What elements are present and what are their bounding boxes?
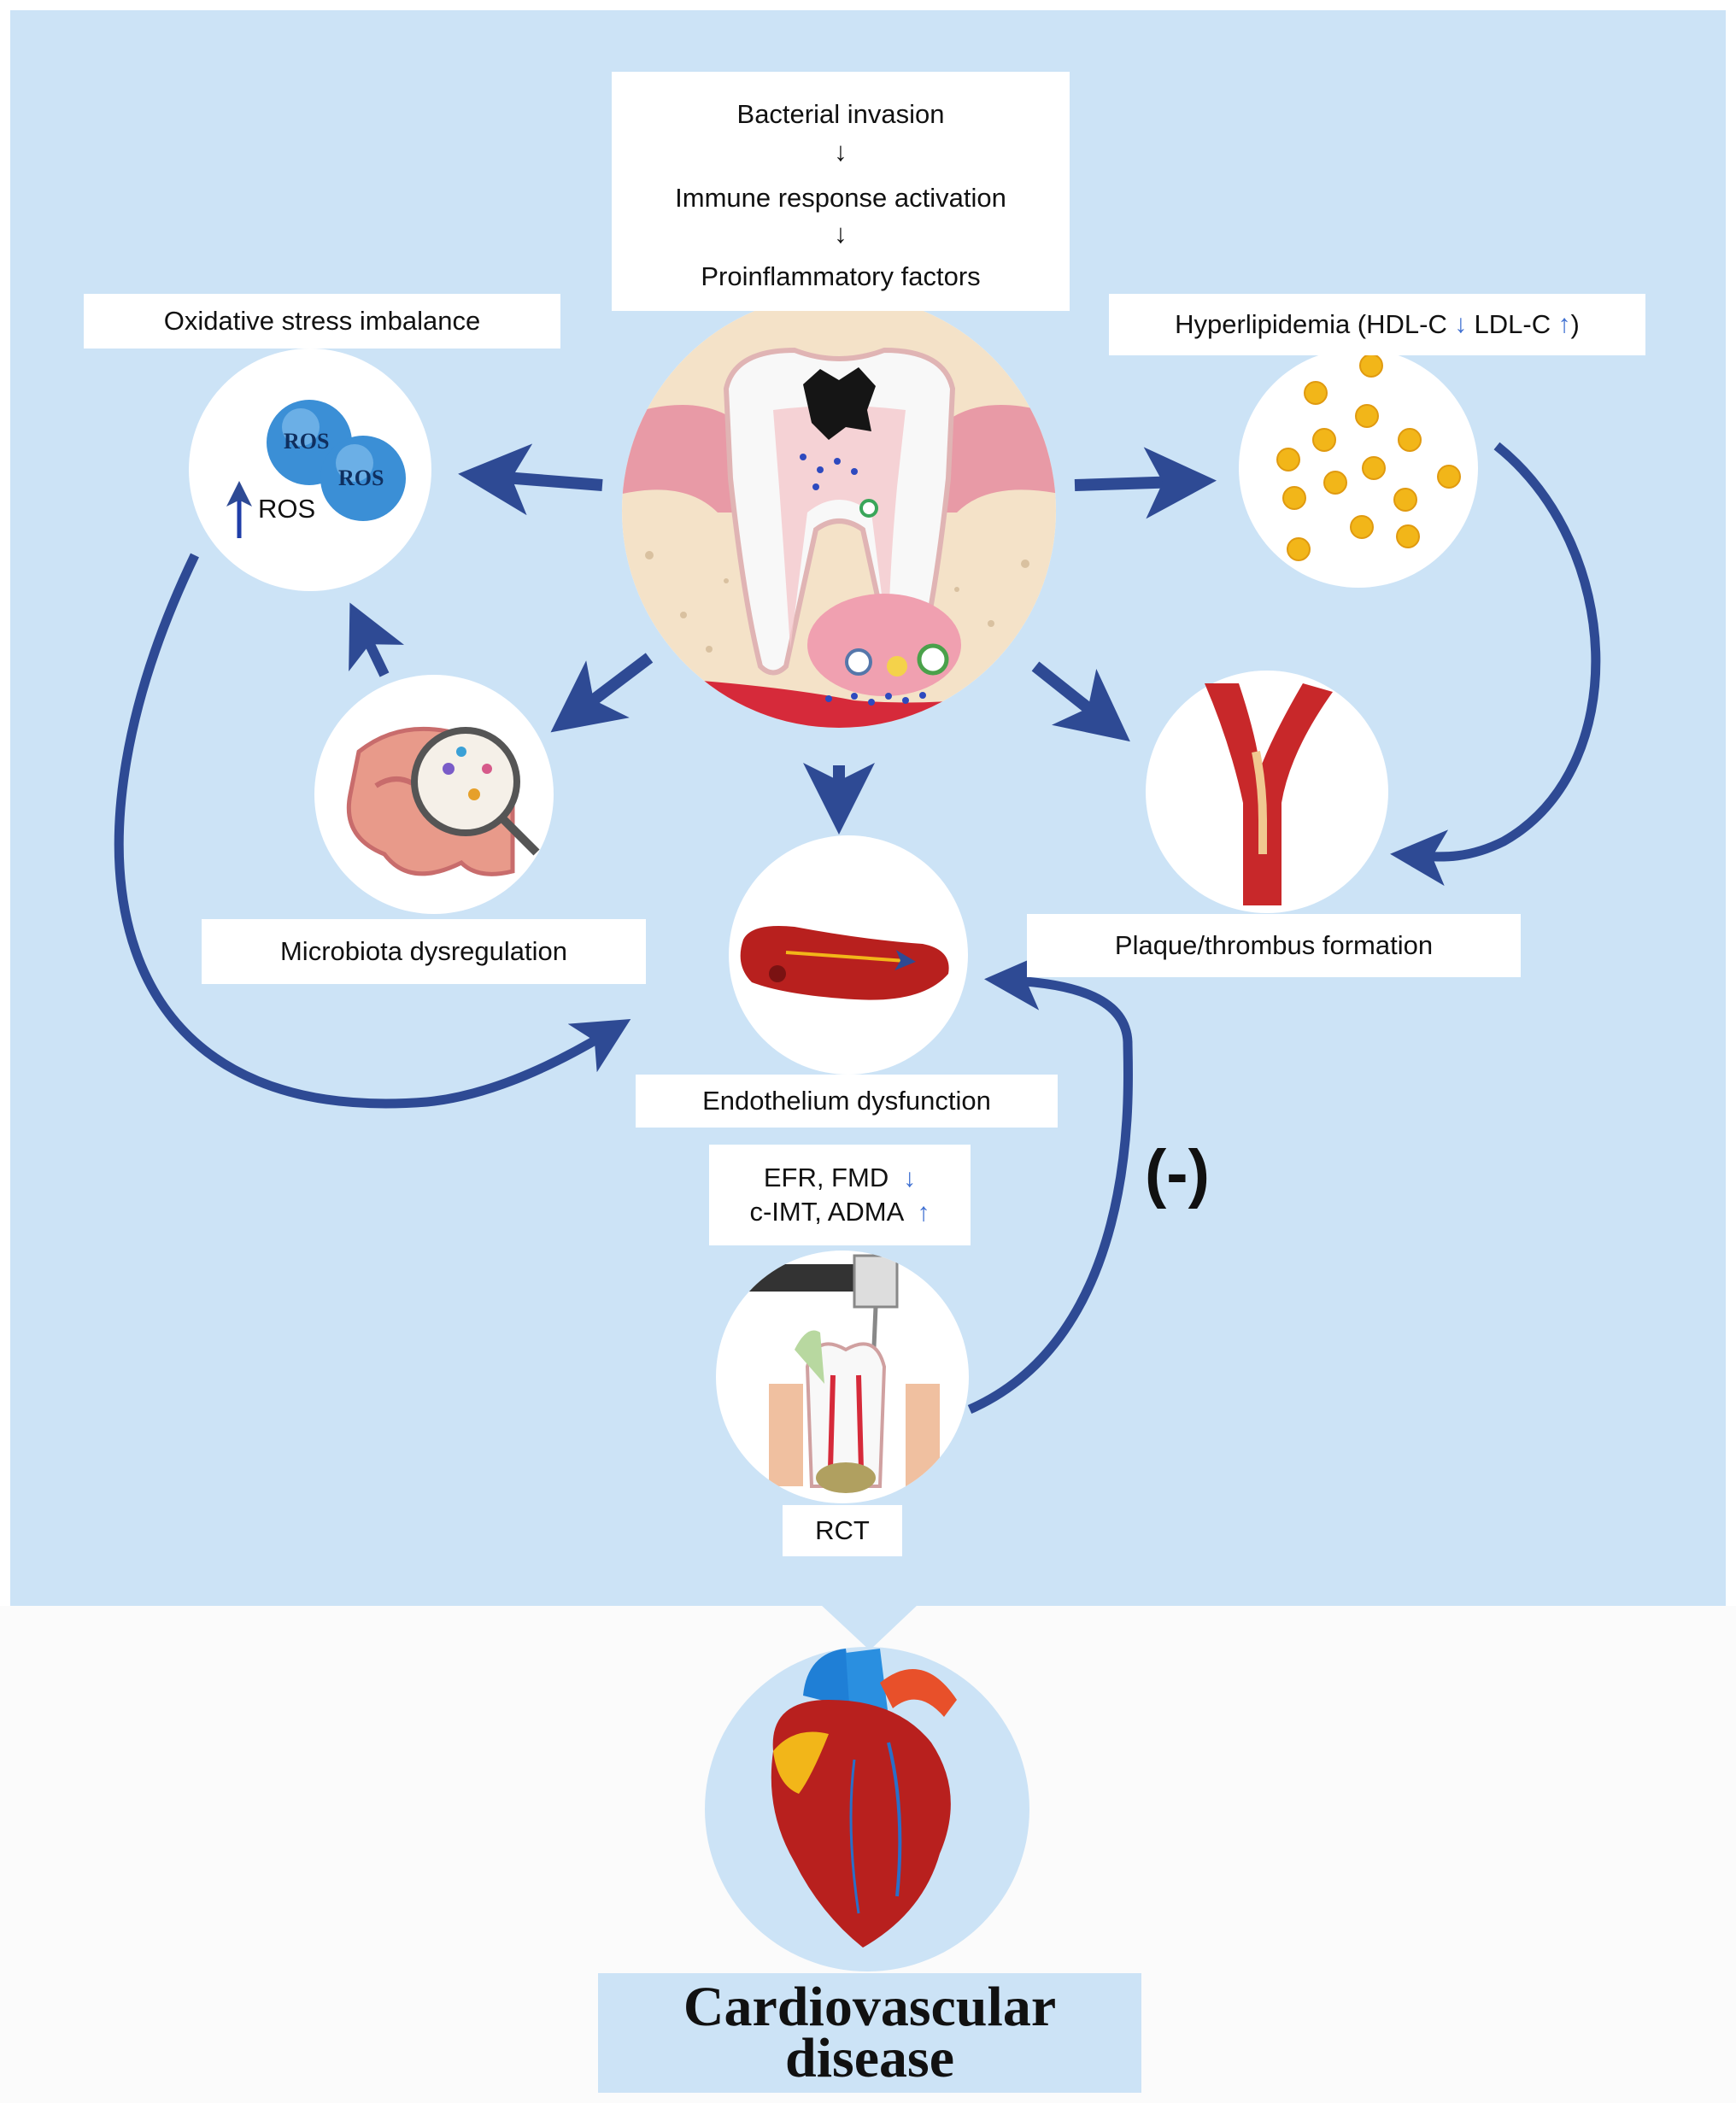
ros-text: ROS: [258, 494, 316, 524]
inhibition-label: (-): [1145, 1137, 1210, 1210]
lipid-illustration: [1239, 349, 1478, 588]
hyperlipidemia-text-c: ): [1570, 309, 1580, 339]
pointer-to-heart: [820, 1604, 918, 1650]
arrow-to-hyperlipidemia: [1074, 447, 1217, 519]
ros-bubble-text-2: ROS: [338, 466, 384, 490]
immune-response-label: Immune response activation: [675, 183, 1006, 213]
arrow-up-icon: ↑: [1551, 310, 1571, 338]
heart-illustration: [705, 1647, 1029, 1971]
rct-illustration: [716, 1251, 969, 1503]
ros-bubble-text-1: ROS: [284, 429, 330, 454]
oxidative-stress-label: Oxidative stress imbalance: [84, 294, 560, 349]
arrow-to-microbiota: [550, 653, 654, 733]
ros-illustration: [189, 349, 431, 591]
arrow-microbiota-to-oxidative: [349, 602, 405, 677]
tooth-illustration: [622, 294, 1056, 728]
cimt-adma-text: c-IMT, ADMA: [749, 1197, 903, 1227]
cvd-title-box: Cardiovascular disease: [598, 1973, 1141, 2093]
microbiota-label: Microbiota dysregulation: [202, 919, 646, 984]
arrow-down-icon: ↓: [1446, 310, 1475, 338]
arrow-to-plaque: [1031, 661, 1130, 742]
arrow-down-icon: ↓: [895, 1164, 917, 1192]
cvd-title-line2: disease: [785, 2027, 954, 2089]
markers-box: EFR, FMD ↓ c-IMT, ADMA ↑: [709, 1145, 971, 1245]
arrow-up-icon: ↑: [910, 1198, 930, 1227]
intestine-illustration: [314, 675, 554, 914]
bacterial-invasion-label: Bacterial invasion: [736, 99, 945, 129]
blood-vessel-illustration: [729, 835, 968, 1075]
hyperlipidemia-label: Hyperlipidemia (HDL-C ↓ LDL-C ↑ ): [1109, 294, 1645, 355]
cause-chain-box: Bacterial invasion ↓ Immune response act…: [612, 72, 1070, 311]
arrow-to-oxidative: [458, 443, 603, 516]
hyperlipidemia-text-b: LDL-C: [1474, 309, 1551, 339]
efr-fmd-row: EFR, FMD ↓: [764, 1163, 916, 1193]
arrow-down-icon: ↓: [834, 137, 847, 167]
curve-oxidative-to-endothelium: [114, 553, 631, 1109]
cvd-title-line1: Cardiovascular: [683, 1976, 1057, 2038]
plaque-label: Plaque/thrombus formation: [1027, 914, 1521, 977]
curve-hyperlipidemia-to-plaque: [1390, 442, 1601, 887]
efr-fmd-text: EFR, FMD: [763, 1163, 889, 1192]
endothelium-label: Endothelium dysfunction: [636, 1075, 1058, 1128]
arrow-down-icon: ↓: [834, 219, 847, 249]
proinflammatory-label: Proinflammatory factors: [701, 261, 981, 291]
curve-rct-to-endothelium: [967, 953, 1134, 1415]
cimt-adma-row: c-IMT, ADMA ↑: [749, 1197, 930, 1227]
hyperlipidemia-text-a: Hyperlipidemia (HDL-C: [1175, 309, 1447, 339]
rct-label: RCT: [783, 1505, 902, 1556]
artery-plaque-illustration: [1146, 671, 1388, 913]
